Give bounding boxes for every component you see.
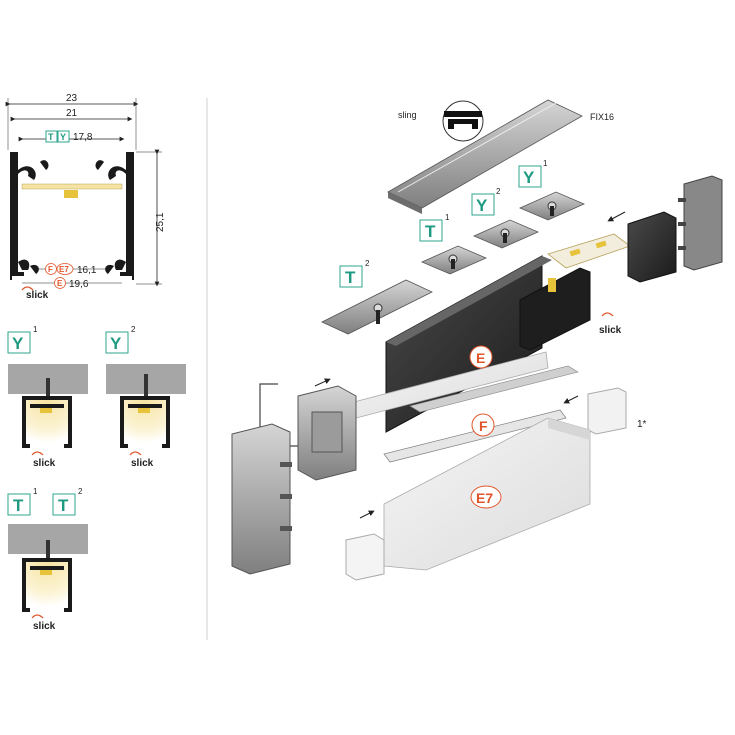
fix16-label: FIX16 — [590, 112, 614, 122]
superscript-1b: 1 — [33, 487, 38, 496]
end-cap-small — [587, 387, 627, 435]
slick-logo-top: slick — [26, 290, 49, 301]
profile-cross-section: 23 21 T Y 17,8 25,1 F — [5, 93, 166, 301]
badge-t1: T — [13, 496, 24, 515]
mount-variant-y2: Y 2 slick — [105, 325, 186, 469]
superscript-explode-t2: 2 — [365, 259, 370, 268]
diffuser-f — [383, 409, 567, 463]
superscript-1: 1 — [33, 325, 38, 334]
led-strip — [547, 233, 631, 269]
superscript-2b: 2 — [78, 487, 83, 496]
dimension-width-23: 23 — [66, 93, 78, 104]
badge-e-small: E — [57, 279, 63, 288]
end-cap-left-plain — [231, 423, 291, 575]
exploded-view: sling FIX16 Y 1 Y 2 T 1 T 2 — [231, 99, 723, 581]
badge-e7-small: E7 — [59, 265, 69, 274]
badge-y-small: Y — [60, 132, 66, 142]
badge-f-small: F — [48, 265, 53, 274]
label-diffuser-f: F — [479, 418, 488, 434]
superscript-2: 2 — [131, 325, 136, 334]
sling-label: sling — [398, 110, 417, 120]
superscript-explode-y1: 1 — [543, 159, 548, 168]
superscript-explode-t1: 1 — [445, 213, 450, 222]
dimension-19-6: 19,6 — [69, 279, 89, 290]
badge-y1: Y — [12, 334, 24, 353]
end-cap-count: 1* — [637, 419, 647, 430]
mount-variant-t: T 1 T 2 slick — [7, 487, 88, 632]
slick-logo-y1: slick — [33, 458, 56, 469]
slick-logo-t: slick — [33, 621, 56, 632]
end-cap-right-gray — [683, 175, 723, 271]
slick-logo-explode: slick — [599, 325, 622, 336]
dimension-width-21: 21 — [66, 108, 78, 119]
superscript-explode-y2: 2 — [496, 187, 501, 196]
dimension-16-1: 16,1 — [77, 265, 97, 276]
badge-t2: T — [58, 496, 69, 515]
badge-t-small: T — [48, 132, 54, 142]
badge-y-explode-1: Y — [523, 168, 535, 187]
badge-y-explode-2: Y — [476, 196, 488, 215]
badge-t-explode-1: T — [425, 222, 436, 241]
badge-y2: Y — [110, 334, 122, 353]
badge-t-explode-2: T — [345, 268, 356, 287]
mount-variant-y1: Y 1 slick — [7, 325, 88, 469]
label-diffuser-e7: E7 — [476, 490, 493, 506]
dimension-height-25-1: 25,1 — [155, 212, 166, 232]
slick-logo-y2: slick — [131, 458, 154, 469]
fix16-rail — [387, 99, 583, 209]
label-diffuser-e: E — [476, 350, 485, 366]
end-cap-clear — [345, 533, 385, 581]
dimension-17-8: 17,8 — [73, 132, 93, 143]
end-cap-right-dark — [627, 211, 677, 283]
